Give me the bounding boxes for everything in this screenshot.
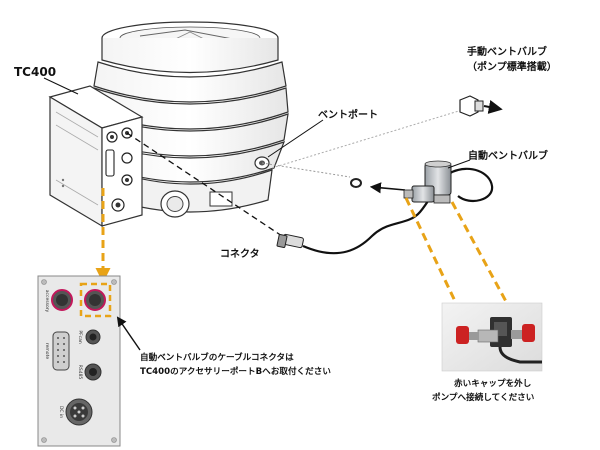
label-instruction-line2: TC400のアクセサリーポートBへお取付ください xyxy=(140,365,331,377)
callout-arrow-photo-left xyxy=(404,197,465,321)
label-cap-line1: 赤いキャップを外し xyxy=(454,377,531,389)
label-cap-line2: ポンプへ接続してください xyxy=(432,391,535,403)
panel-label-rs485: RS485 xyxy=(77,365,83,380)
valve-photo xyxy=(441,302,543,372)
manual-vent-valve xyxy=(271,95,503,169)
panel-label-dc-in: DC in xyxy=(58,406,64,418)
red-cap-right xyxy=(522,324,535,342)
callout-arrow-photo-right xyxy=(450,201,517,321)
valve-cable xyxy=(302,167,494,255)
tc400-leader xyxy=(43,77,79,95)
auto-vent-valve xyxy=(403,160,452,204)
tc400-panel-detail: accessory remote PFcan RS485 DC in xyxy=(37,275,121,447)
label-vent-port: ベントポート xyxy=(318,108,378,121)
label-auto-valve: 自動ベントバルブ xyxy=(468,149,548,162)
vent-port-leader xyxy=(267,119,324,158)
port-b-pointer xyxy=(116,316,141,351)
label-manual-valve-line2: （ポンプ標準搭載） xyxy=(467,60,557,73)
tc400-controller xyxy=(48,85,144,228)
panel-label-accessory: accessory xyxy=(44,290,50,313)
label-instruction-line1: 自動ベントバルブのケーブルコネクタは xyxy=(140,351,294,363)
auto-valve-leader xyxy=(447,159,471,169)
red-cap-left xyxy=(456,326,469,344)
panel-label-remote: remote xyxy=(44,343,50,359)
connector xyxy=(276,233,304,249)
insert-arrow xyxy=(369,182,406,194)
o-ring xyxy=(350,178,362,188)
vent-port-guide xyxy=(261,162,351,178)
label-connector: コネクタ xyxy=(220,248,260,260)
label-manual-valve-line1: 手動ベントバルブ xyxy=(467,45,547,58)
port-b-highlight xyxy=(79,282,112,318)
cable-route-dashed xyxy=(126,132,289,241)
label-tc400: TC400 xyxy=(14,65,56,79)
panel-label-pfcan: PFcan xyxy=(77,330,83,344)
